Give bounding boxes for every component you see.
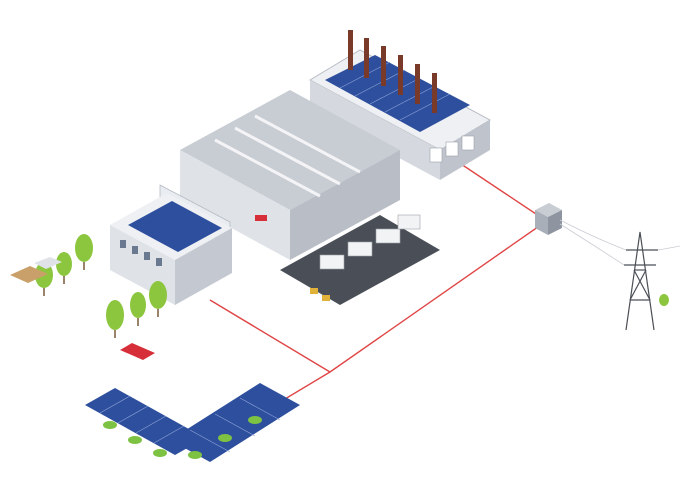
tree-icon <box>35 234 669 338</box>
car-icon <box>10 257 155 360</box>
plant-to-transformer-line <box>454 159 546 221</box>
warehouse-icon <box>159 90 400 260</box>
loading-dock-icon <box>280 214 440 305</box>
power-cables <box>559 219 680 266</box>
power-plant-icon <box>308 30 492 180</box>
office-to-carport-line <box>209 299 331 373</box>
pylon-icon <box>624 231 658 331</box>
transformer-icon <box>535 203 562 235</box>
solar-carport-icon <box>85 383 300 462</box>
